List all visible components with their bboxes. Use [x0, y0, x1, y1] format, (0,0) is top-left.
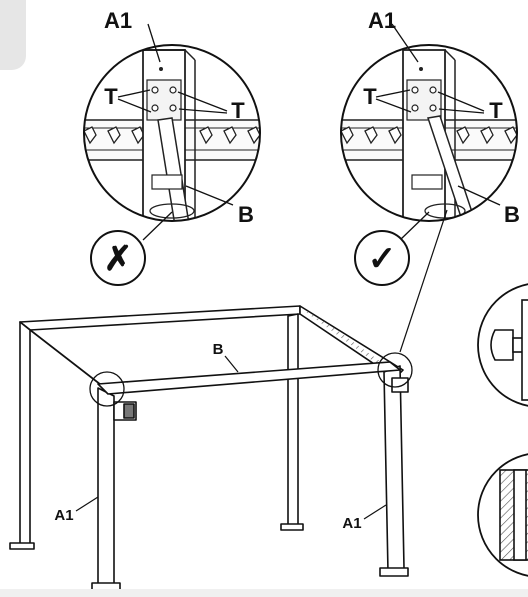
label-a1-top-left: A1 [104, 8, 132, 33]
label-b-top-right: B [504, 202, 520, 227]
cross-icon: ✗ [104, 240, 133, 278]
check-icon: ✓ [368, 240, 397, 278]
edge-detail-bottom [477, 453, 528, 577]
frame-detail-right [377, 352, 413, 388]
label-b-top-left: B [238, 202, 254, 227]
label-t-top-right-b: T [489, 98, 503, 123]
pergola-frame [9, 305, 409, 592]
detail-wrong: ✗ A1 T T B [83, 8, 261, 286]
label-t-top-left-a: T [104, 84, 118, 109]
detail-correct: ✓ A1 T T B [340, 8, 520, 286]
label-b-frame: B [213, 341, 224, 358]
label-t-top-left-b: T [231, 98, 245, 123]
corner-tab [0, 0, 26, 70]
label-a1-frame-right: A1 [342, 515, 361, 532]
label-t-top-right-a: T [363, 84, 377, 109]
detail-leader-line [399, 209, 448, 353]
bottom-strip [0, 589, 528, 597]
frame-detail-left [89, 371, 125, 407]
edge-detail-top [477, 283, 528, 407]
label-a1-frame-left: A1 [54, 507, 73, 524]
label-a1-top-right: A1 [368, 8, 396, 33]
